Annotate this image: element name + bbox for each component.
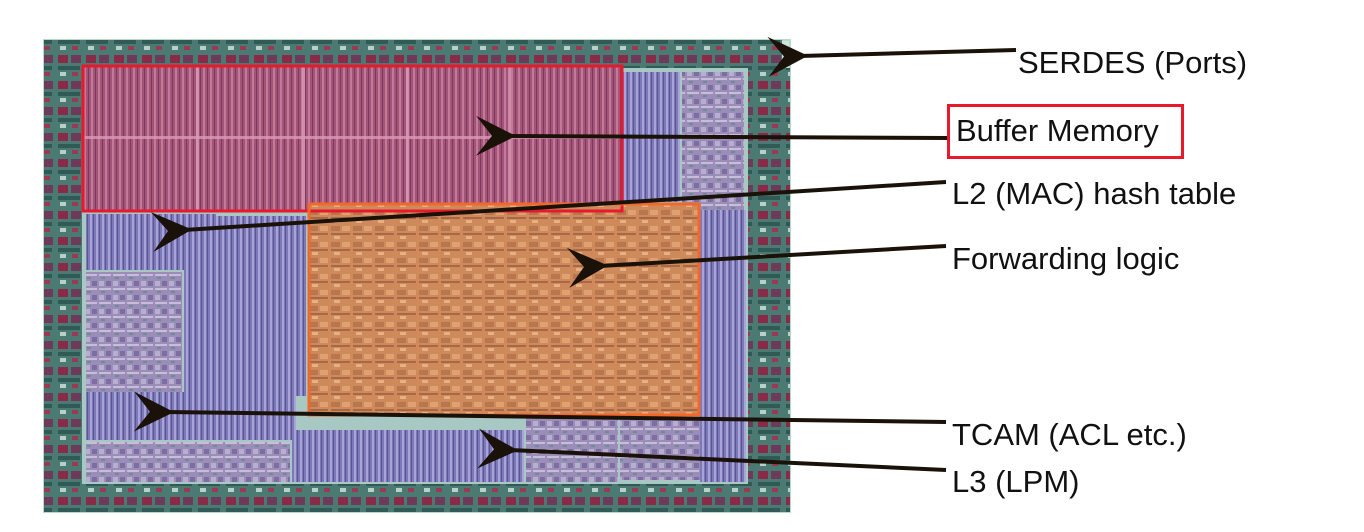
chip-die <box>43 39 791 513</box>
label-forwarding-logic: Forwarding logic <box>952 241 1180 276</box>
right-block-mid <box>682 72 744 212</box>
arrow-tcam <box>133 391 947 432</box>
serdes-left-strip <box>44 68 82 484</box>
tcam-block <box>86 392 296 440</box>
arrow-serdes <box>767 36 1017 77</box>
arrow-forwarding <box>566 244 947 288</box>
left-sram-cluster <box>184 216 306 396</box>
bottom-left-logic <box>86 442 290 482</box>
label-l3-lpm: L3 (LPM) <box>952 464 1080 499</box>
arrow-buffer-memory <box>475 115 949 156</box>
arrow-l2-hash <box>150 180 947 252</box>
right-logic-lower <box>620 420 700 480</box>
callout-arrows <box>133 36 1017 472</box>
label-buffer-memory: Buffer Memory <box>947 104 1184 159</box>
serdes-top-strip <box>44 40 782 68</box>
serdes-bottom-strip <box>44 484 790 512</box>
label-tcam: TCAM (ACL etc.) <box>952 417 1187 452</box>
right-sram-lower <box>700 210 746 482</box>
forwarding-logic-fill <box>310 204 698 414</box>
label-serdes: SERDES (Ports) <box>1018 45 1248 80</box>
arrow-l3 <box>477 428 947 472</box>
l3-lpm-block <box>292 430 524 482</box>
left-logic-block <box>86 272 182 392</box>
label-l2-hash-table: L2 (MAC) hash table <box>952 176 1237 211</box>
